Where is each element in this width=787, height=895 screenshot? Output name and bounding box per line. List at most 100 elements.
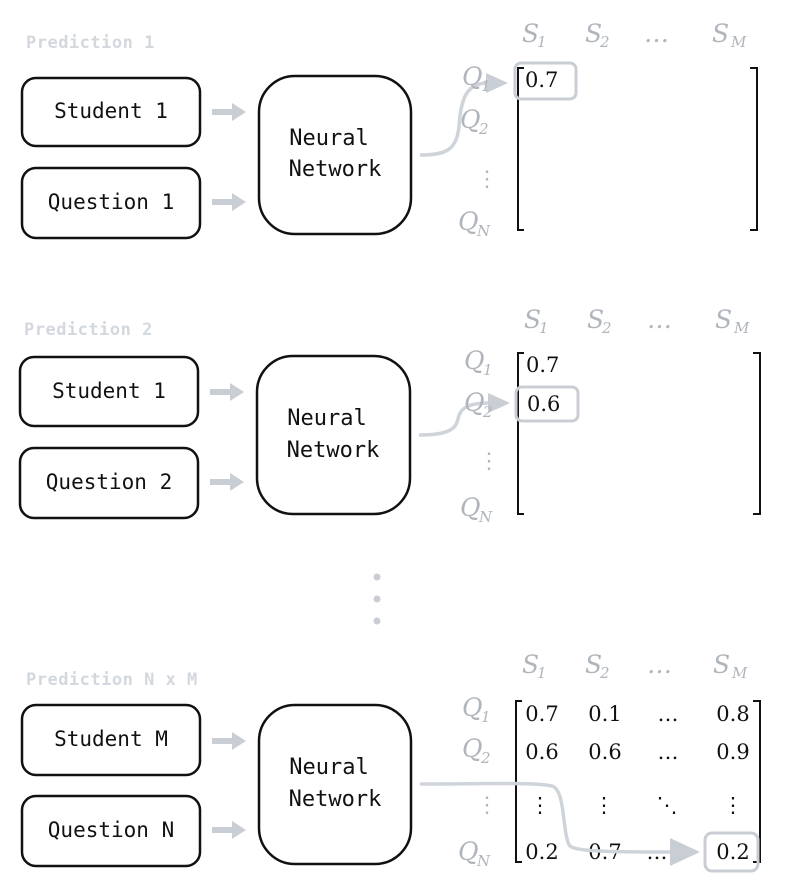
panel-prediction-nxm: Prediction N x M Student M Question N Ne… (20, 650, 761, 873)
matrix-cell: 0.7 (525, 702, 558, 726)
row-header-q2: Q (460, 105, 481, 134)
panel-prediction-2: Prediction 2 Student 1 Question 2 Neural… (18, 305, 761, 526)
row-sub-q2: 2 (478, 120, 489, 138)
matrix-cell: 0.6 (588, 740, 621, 764)
network-label-line2: Network (287, 438, 380, 463)
output-arrowhead (486, 73, 508, 93)
network-label-line2: Network (289, 787, 382, 812)
col-header-sm: S (713, 650, 730, 679)
matrix-cell: … (658, 740, 679, 764)
matrix-left-bracket (517, 67, 524, 231)
neural-network-box (257, 74, 413, 236)
output-flow-arrow (418, 401, 491, 437)
col-sub-s2: 2 (601, 319, 612, 337)
row-sub-qn: N (476, 222, 491, 240)
matrix-cell: 0.1 (588, 702, 621, 726)
panel-prediction-1: Prediction 1 Student 1 Question 1 Neural… (20, 19, 758, 240)
question-box (18, 446, 200, 520)
input-arrow (210, 473, 244, 491)
matrix-cell: 0.2 (525, 840, 558, 864)
output-flow-arrow (419, 81, 489, 157)
question-label: Question N (48, 818, 174, 842)
output-arrowhead (670, 838, 700, 866)
col-header-ellipsis: … (644, 19, 669, 48)
matrix-cell: … (658, 702, 679, 726)
student-label: Student 1 (52, 379, 166, 403)
student-label: Student 1 (54, 99, 168, 123)
current-prediction-highlight (703, 831, 760, 873)
col-sub-s1: 1 (539, 319, 549, 337)
col-header-sm: S (712, 19, 729, 48)
row-header-q2: Q (464, 388, 485, 417)
col-header-s1: S (522, 19, 539, 48)
panel-title: Prediction 1 (26, 33, 155, 53)
network-label-line2: Network (289, 157, 382, 182)
output-flow-arrow (419, 781, 677, 854)
row-header-vdots: ⋮ (476, 793, 498, 818)
matrix-cell: ⋮ (530, 793, 551, 817)
output-arrowhead (488, 393, 510, 413)
col-sub-s1: 1 (537, 664, 547, 682)
row-header-q1: Q (462, 62, 483, 91)
input-arrow (212, 193, 246, 211)
matrix-right-bracket (753, 352, 761, 515)
row-sub-q2: 2 (480, 749, 491, 767)
network-label-line1: Neural (289, 755, 368, 780)
row-sub-q1: 1 (483, 361, 493, 379)
row-header-vdots: ⋮ (478, 449, 500, 474)
input-arrow (212, 732, 246, 750)
col-header-sm: S (715, 305, 732, 334)
col-sub-sm: M (730, 33, 747, 51)
col-header-s1: S (522, 650, 539, 679)
row-sub-q1: 1 (481, 708, 491, 726)
student-box (20, 76, 202, 148)
col-header-s2: S (587, 305, 604, 334)
input-arrow (212, 821, 246, 839)
matrix-cell: 0.6 (525, 740, 558, 764)
row-sub-q2: 2 (482, 403, 493, 421)
matrix-cell: ⋮ (594, 793, 615, 817)
row-header-q1: Q (462, 693, 483, 722)
matrix-cell: 0.9 (716, 740, 749, 764)
between-panels-dots (373, 573, 381, 625)
matrix-left-bracket (515, 700, 522, 863)
col-sub-sm: M (733, 319, 750, 337)
current-prediction-highlight (513, 61, 578, 101)
input-arrow (210, 383, 244, 401)
panel-title: Prediction N x M (26, 670, 198, 690)
row-sub-qn: N (478, 508, 493, 526)
row-header-vdots: ⋮ (476, 167, 498, 192)
col-header-ellipsis: … (647, 305, 672, 334)
matrix-cell: 0.8 (716, 702, 749, 726)
matrix-cell: ⋱ (657, 793, 678, 817)
matrix-right-bracket (750, 67, 758, 231)
network-label-line1: Neural (289, 126, 368, 151)
matrix-cell: ⋮ (723, 793, 744, 817)
row-header-qn: Q (458, 207, 479, 236)
input-arrow (212, 103, 246, 121)
matrix-cell: 0.6 (527, 392, 560, 416)
col-sub-s2: 2 (599, 33, 610, 51)
col-sub-sm: M (731, 664, 748, 682)
col-header-s2: S (585, 650, 602, 679)
col-header-s1: S (524, 305, 541, 334)
neural-network-box (257, 703, 413, 866)
col-sub-s1: 1 (537, 33, 547, 51)
neural-network-box (255, 354, 412, 516)
student-box (20, 703, 202, 777)
student-label: Student M (54, 727, 168, 751)
col-header-s2: S (585, 19, 602, 48)
question-box (20, 166, 202, 240)
question-label: Question 1 (48, 190, 174, 214)
matrix-cell: 0.2 (716, 840, 749, 864)
question-label: Question 2 (46, 470, 172, 494)
row-sub-q1: 1 (481, 77, 491, 95)
col-header-ellipsis: … (647, 650, 672, 679)
current-prediction-highlight (514, 385, 580, 423)
row-header-q2: Q (462, 734, 483, 763)
panel-title: Prediction 2 (24, 320, 153, 340)
row-header-q1: Q (464, 346, 485, 375)
col-sub-s2: 2 (599, 664, 610, 682)
matrix-left-bracket (517, 352, 524, 515)
